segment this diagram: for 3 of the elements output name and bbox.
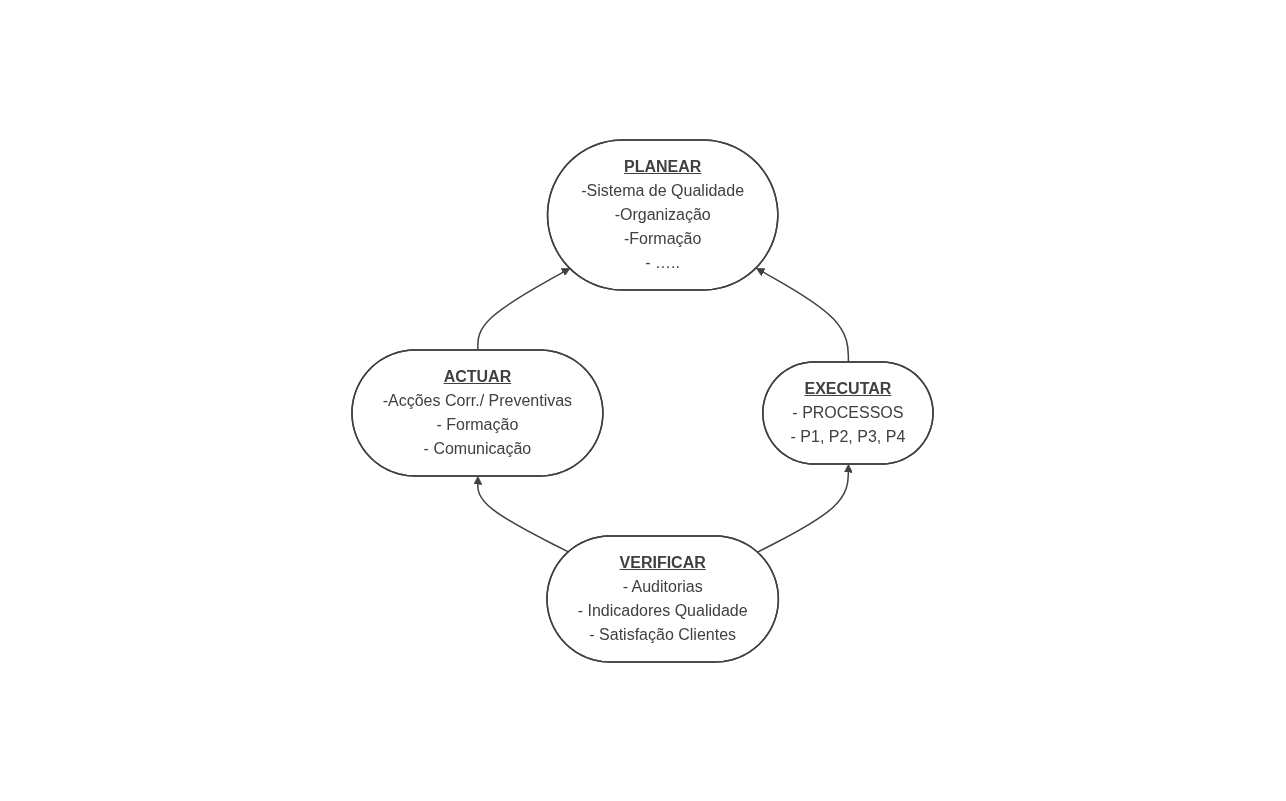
arrow xyxy=(756,267,850,363)
arrow xyxy=(757,463,854,553)
arrow xyxy=(477,267,571,351)
